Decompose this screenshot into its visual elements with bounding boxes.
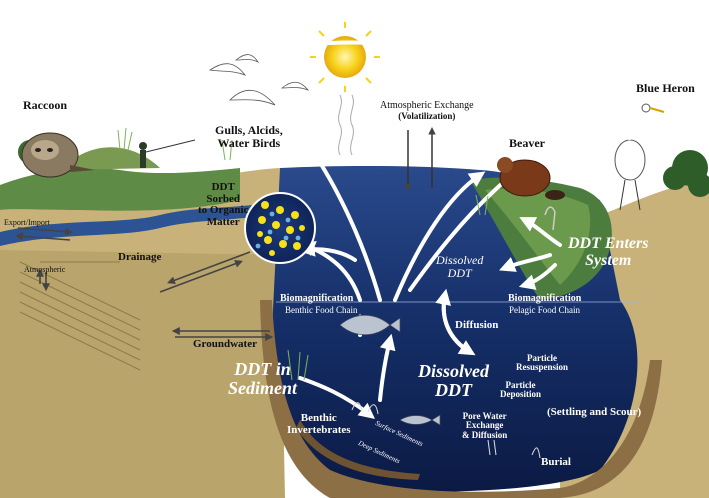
deep-sediment-band (296, 420, 420, 480)
label-ddt-enters-2: System (585, 251, 632, 269)
reeds (117, 127, 489, 381)
ddt-particles (257, 201, 305, 256)
invertebrates-icon (351, 402, 541, 459)
arc-to-raccoon (54, 40, 602, 134)
label-dissolved-ddt-upper-2: DDT (447, 265, 472, 280)
label-benthic-invertebrates-1: Benthic (300, 412, 337, 424)
arrow-ddt-enters-2 (518, 263, 557, 290)
label-biomagnification-right: Biomagnification (508, 293, 582, 304)
label-beaver: Beaver (509, 136, 545, 150)
left-hill (60, 147, 160, 170)
tree-right (663, 150, 709, 197)
label-ddt-in-sediment-2: Sediment (228, 377, 298, 398)
label-ddt-sorbed-2: Sorbed (206, 192, 241, 205)
label-export-import: Export/Import (4, 218, 50, 227)
label-biomagnification-left: Biomagnification (280, 293, 354, 304)
label-pore-water-2: Exchange (465, 420, 504, 431)
label-ddt-sorbed-1: DDT (211, 181, 235, 193)
arrow-to-beaver (393, 171, 486, 302)
label-benthic-invertebrates: Benthic Invertebrates (287, 412, 351, 436)
label-groundwater: Groundwater (193, 338, 257, 350)
left-subsurface (0, 250, 285, 498)
label-particle-deposition: Particle Deposition (500, 380, 542, 400)
label-pore-water-1: Pore Water (462, 411, 507, 421)
label-diffusion: Diffusion (455, 319, 499, 331)
label-atmospheric-exchange-line1: Atmospheric Exchange (380, 100, 474, 111)
small-heron-icon (544, 206, 556, 231)
arrow-to-gulls (301, 134, 382, 302)
label-gulls-line2: Water Birds (217, 135, 281, 150)
label-dissolved-ddt-lower-2: DDT (435, 379, 472, 400)
label-burial: Burial (541, 456, 571, 468)
arc-to-heron (408, 110, 622, 292)
label-dissolved-ddt-lower: Dissolved DDT (418, 362, 489, 400)
label-dissolved-ddt-upper-1: Dissolved (436, 253, 484, 267)
label-ddt-in-sediment: DDT in Sediment (228, 360, 297, 398)
label-ddt-sorbed: DDT Sorbed to Organic Matter (198, 181, 249, 228)
label-ddt-enters-1: DDT Enters (568, 235, 649, 252)
arrow-sediment-curve (298, 376, 375, 419)
label-particle-resuspension: Particle Resuspension (516, 353, 569, 373)
label-gulls-line1: Gulls, Alcids, (215, 123, 283, 137)
label-atmospheric: Atmospheric (24, 265, 66, 274)
label-pelagic-food-chain: Pelagic Food Chain (509, 305, 580, 315)
label-benthic-food-chain: Benthic Food Chain (285, 305, 358, 315)
drainage-lines (19, 261, 141, 371)
label-particle-resuspension-1: Particle (527, 353, 557, 363)
label-ddt-in-sediment-1: DDT in (234, 359, 291, 379)
label-ddt-enters-system: DDT Enters System (568, 235, 649, 270)
label-blue-heron: Blue Heron (636, 81, 695, 95)
label-particle-deposition-2: Deposition (500, 389, 542, 400)
label-settling-scour: (Settling and Scour) (547, 406, 642, 418)
label-ddt-sorbed-3: to Organic (198, 204, 249, 217)
right-bank-inner (485, 188, 591, 285)
left-shore (0, 168, 240, 211)
label-atmospheric-exchange: Atmospheric Exchange (Volatilization) (380, 100, 474, 121)
beaver-icon (497, 157, 565, 200)
arrow-sediment-up (378, 333, 396, 402)
label-drainage: Drainage (118, 251, 162, 263)
gull-icons (208, 54, 310, 106)
label-pore-water-3: & Diffusion (462, 429, 508, 440)
blue-heron-icon (614, 103, 665, 211)
label-dissolved-ddt-upper: Dissolved DDT (436, 254, 483, 279)
fisherman-icon (139, 139, 196, 168)
label-particle-resuspension-2: Resuspension (516, 362, 569, 373)
organic-particles (255, 211, 301, 249)
sun-icon (310, 22, 380, 92)
arrow-ddt-enters-3 (519, 217, 562, 247)
label-raccoon: Raccoon (23, 98, 67, 112)
fish-icons (339, 314, 441, 426)
label-gulls: Gulls, Alcids, Water Birds (215, 124, 283, 149)
arrow-ddt-enters-1 (499, 253, 552, 272)
label-ddt-sorbed-4: Matter (206, 215, 240, 228)
label-particle-deposition-1: Particle (505, 380, 536, 390)
groundwater-arrows (14, 227, 274, 341)
label-benthic-invertebrates-2: Invertebrates (287, 423, 351, 436)
label-volatilization: (Volatilization) (398, 110, 456, 121)
arrow-organic-in (298, 240, 357, 262)
label-pore-water: Pore Water Exchange & Diffusion (462, 411, 508, 440)
label-dissolved-ddt-lower-1: Dissolved (418, 361, 489, 381)
heat-waves-icon (338, 94, 354, 156)
arrow-diffusion-up (435, 288, 472, 354)
raccoon-icon (21, 132, 95, 178)
